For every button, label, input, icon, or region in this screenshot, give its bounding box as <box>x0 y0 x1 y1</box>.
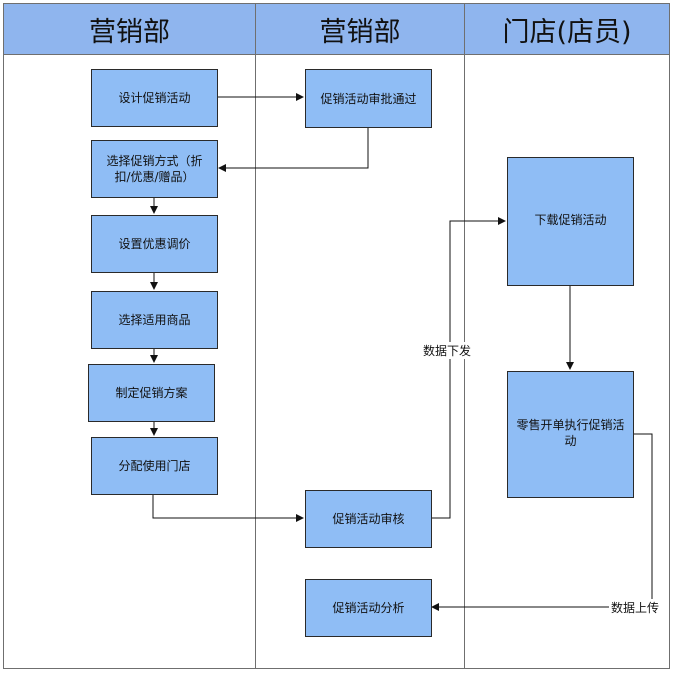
node-make-plan: 制定促销方案 <box>88 364 215 422</box>
lane-header-store: 门店(店员) <box>464 3 670 55</box>
edge-label-data-issue: 数据下发 <box>421 342 474 359</box>
node-approve-pass: 促销活动审批通过 <box>305 69 432 128</box>
lane-header-marketing-2: 营销部 <box>255 3 465 55</box>
node-set-discount: 设置优惠调价 <box>91 215 218 273</box>
node-design-promotion: 设计促销活动 <box>91 69 218 127</box>
lane-store <box>464 3 670 669</box>
lane-header-marketing-1: 营销部 <box>3 3 256 55</box>
node-audit: 促销活动审核 <box>305 490 432 548</box>
node-download: 下载促销活动 <box>507 157 634 286</box>
node-choose-goods: 选择适用商品 <box>91 291 218 349</box>
node-assign-store: 分配使用门店 <box>91 437 218 495</box>
edge-approve-to-choose <box>218 128 369 172</box>
node-choose-method: 选择促销方式（折扣/优惠/赠品） <box>91 140 218 198</box>
node-analysis: 促销活动分析 <box>305 579 432 637</box>
edge-retail-to-analysis <box>431 433 653 611</box>
node-retail-exec: 零售开单执行促销活动 <box>507 371 634 498</box>
edge-label-data-upload: 数据上传 <box>609 599 662 616</box>
edge-audit-to-download <box>432 217 506 519</box>
edge-assign-to-audit <box>152 495 304 522</box>
